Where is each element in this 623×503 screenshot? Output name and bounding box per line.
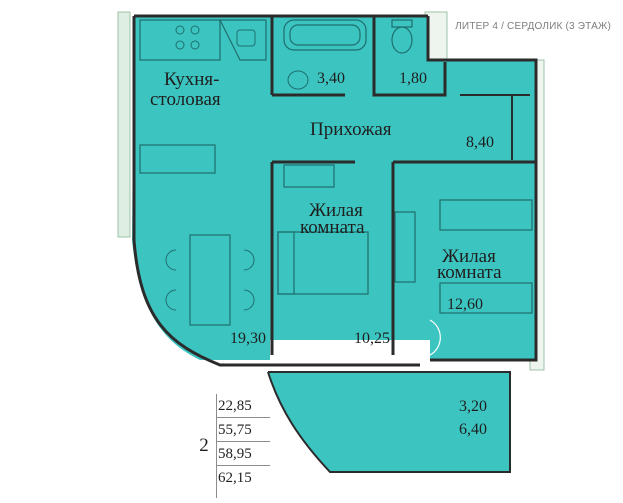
kitchen-counter: [139, 19, 221, 61]
bathroom-area: 3,40: [317, 70, 345, 87]
balcony-area-1: 3,20: [459, 398, 487, 415]
balcony-area-2: 6,40: [459, 421, 487, 438]
summary-area-balcony-full: 62,15: [218, 470, 252, 486]
kitchen-area: 19,30: [230, 330, 266, 347]
chair-icon: [165, 249, 255, 311]
window-left: [117, 11, 131, 238]
rooms-count: 2: [199, 435, 209, 456]
summary-values: 22,85 55,75 58,95 62,15: [216, 394, 270, 489]
bed-icon: [439, 199, 533, 314]
kitchen-label-2: столовая: [150, 89, 221, 110]
bathtub-icon: [283, 19, 367, 51]
kitchen-island: [139, 144, 216, 174]
hallway-label: Прихожая: [310, 119, 392, 140]
toilet-area: 1,80: [399, 70, 427, 87]
bedroom2-label-1: Жилая: [442, 246, 496, 267]
toilet-icon: [391, 19, 413, 54]
door-icon: [429, 319, 441, 356]
stove-icon: [175, 25, 200, 50]
summary-divider: [216, 394, 217, 498]
summary-area-balcony-half: 58,95: [216, 442, 270, 466]
hallway-area: 8,40: [466, 134, 494, 151]
bed-icon: [277, 231, 369, 295]
summary-living-area: 22,85: [216, 394, 270, 418]
bedroom1-label-2: комната: [300, 217, 365, 238]
walls: [132, 14, 538, 473]
sink-icon: [236, 29, 256, 47]
sink-icon: [287, 70, 309, 90]
bedroom1-label-1: Жилая: [309, 200, 363, 221]
balcony-area: [268, 372, 510, 472]
bedroom2-label-2: комната: [437, 262, 502, 283]
area-summary-table: 2 22,85 55,75 58,95 62,15: [192, 394, 270, 498]
building-label: ЛИТЕР 4 / СЕРДОЛИК (3 ЭТАЖ): [455, 21, 611, 32]
floor-area: [132, 16, 536, 360]
table-icon: [189, 234, 231, 326]
bedroom1-area: 10,25: [354, 330, 390, 347]
bedroom2-area: 12,60: [447, 296, 483, 313]
wardrobe-icon: [283, 164, 416, 283]
kitchen-label-1: Кухня-: [164, 69, 220, 90]
summary-total-area: 55,75: [216, 418, 270, 442]
